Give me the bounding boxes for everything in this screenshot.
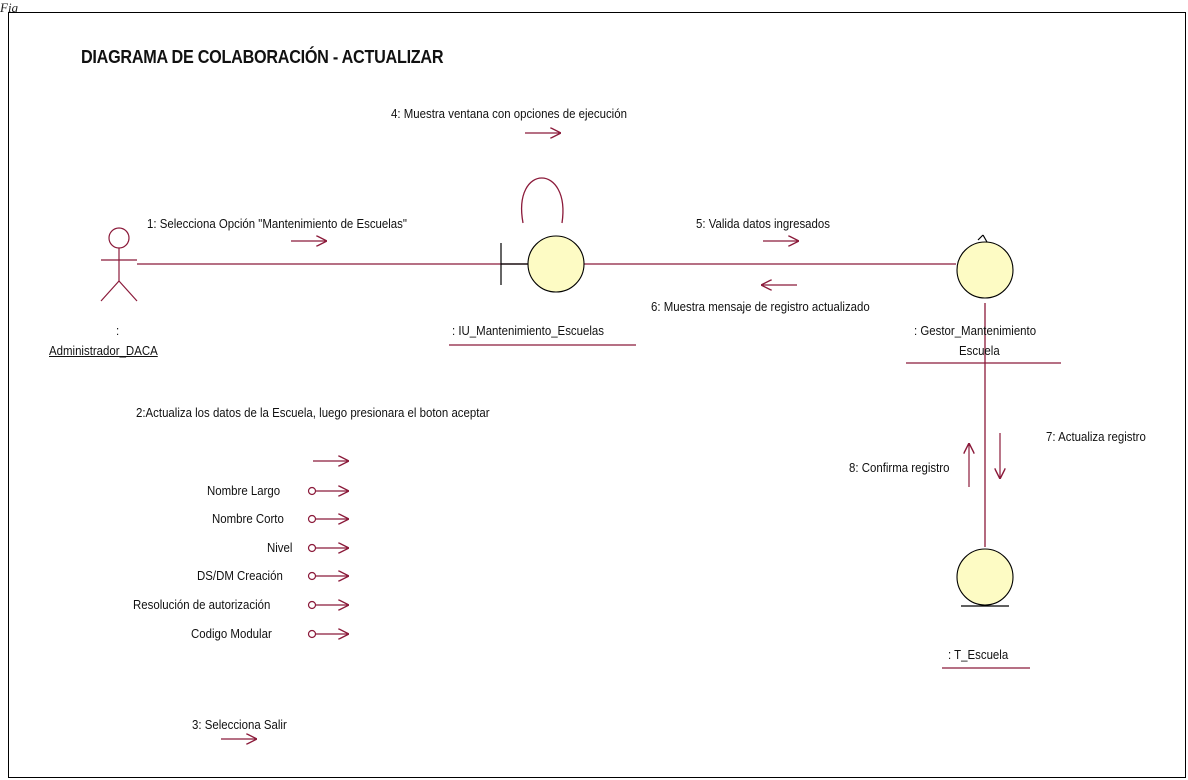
parameter-label-codigo-modular: Codigo Modular [191,626,272,641]
parameter-arrow-nivel [307,545,349,552]
diagram-frame: DIAGRAMA DE COLABORACIÓN - ACTUALIZAR : … [8,12,1186,778]
diagram-title: DIAGRAMA DE COLABORACIÓN - ACTUALIZAR [81,47,444,67]
message-3-label: 3: Selecciona Salir [192,717,287,732]
message-2-label: 2:Actualiza los datos de la Escuela, lue… [136,405,490,420]
message-5-label: 5: Valida datos ingresados [696,216,830,231]
parameter-arrows [307,488,349,638]
diagram-canvas [100,13,1061,779]
message-7-label: 7: Actualiza registro [1046,429,1146,444]
message-4-label: 4: Muestra ventana con opciones de ejecu… [391,106,627,121]
parameter-arrow-resolucion [307,602,349,609]
parameter-arrow-codigo-modular [307,631,349,638]
actor-icon[interactable] [100,227,138,302]
actor-prefix: : [116,323,120,338]
entity-name[interactable]: : T_Escuela [948,647,1009,662]
parameter-arrow-nombre-largo [307,488,349,495]
parameter-label-resolucion: Resolución de autorización [133,597,271,612]
parameter-arrow-nombre-corto [307,516,349,523]
parameter-label-ds-dm-creacion: DS/DM Creación [197,568,283,583]
message-1-label: 1: Selecciona Opción "Mantenimiento de E… [147,216,407,231]
actor-name[interactable]: Administrador_DACA [49,343,158,358]
parameter-label-nombre-corto: Nombre Corto [212,511,284,526]
self-loop-link [521,177,564,224]
figure-label: Fig [0,0,19,15]
parameter-arrow-ds-dm-creacion [307,573,349,580]
message-8-label: 8: Confirma registro [849,460,950,475]
boundary-name[interactable]: : IU_Mantenimiento_Escuelas [452,323,604,338]
parameter-label-nivel: Nivel [267,540,293,555]
parameter-label-nombre-largo: Nombre Largo [207,483,281,498]
message-6-label: 6: Muestra mensaje de registro actualiza… [651,299,870,314]
control-name-line1[interactable]: : Gestor_Mantenimiento [914,323,1037,338]
entity-object-icon[interactable] [956,548,1014,607]
boundary-object-icon[interactable] [500,235,585,293]
control-name-line2[interactable]: Escuela [959,343,1000,358]
control-object-icon[interactable] [956,234,1014,299]
